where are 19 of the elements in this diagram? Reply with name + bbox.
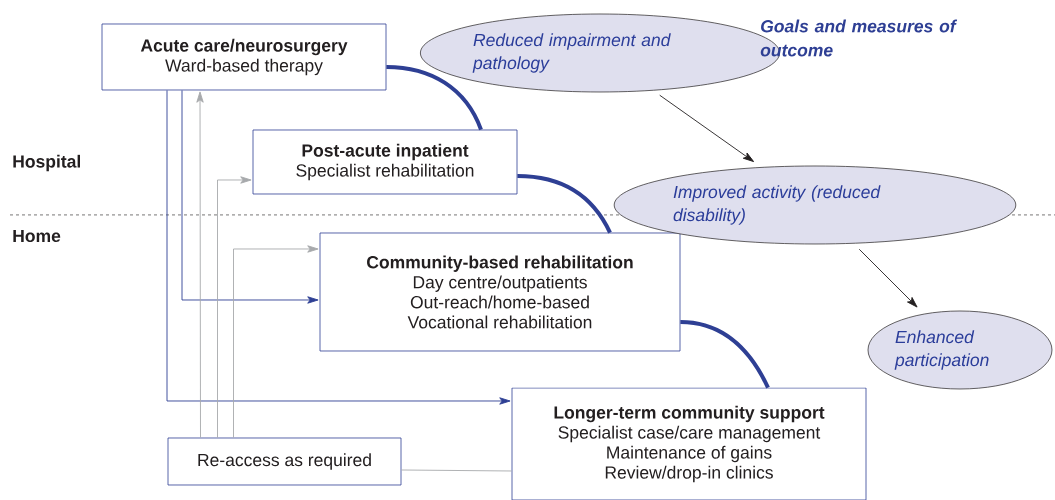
arrow: [858, 248, 918, 308]
arrow: [233, 245, 319, 439]
section-label: Hospital: [13, 154, 80, 172]
curved-connector: [386, 65, 483, 131]
heading: Goals and measures of outcome: [760, 19, 958, 57]
stage-box: Longer-term community support Specialist case/care management Maintenance of gains Review/drop-in clinics: [511, 387, 867, 500]
arrow: [166, 89, 511, 405]
arrow: [181, 89, 319, 304]
stage-box: Post-acute inpatient Specialist rehabilitation: [252, 129, 518, 195]
curved-connector: [680, 320, 770, 389]
arrow: [217, 176, 252, 439]
stage-box: Community-based rehabilitation Day centre/outpatients Out-reach/home-based Vocational rehabilitation: [319, 232, 681, 352]
connector-line: [400, 469, 513, 472]
stage-box: Acute care/neurosurgery Ward-based therapy: [101, 23, 387, 91]
arrow: [196, 91, 204, 439]
re-access-box: Re-access as required: [167, 437, 402, 486]
curved-connector: [517, 174, 612, 234]
arrow: [659, 94, 755, 162]
section-label: Home: [13, 229, 61, 243]
